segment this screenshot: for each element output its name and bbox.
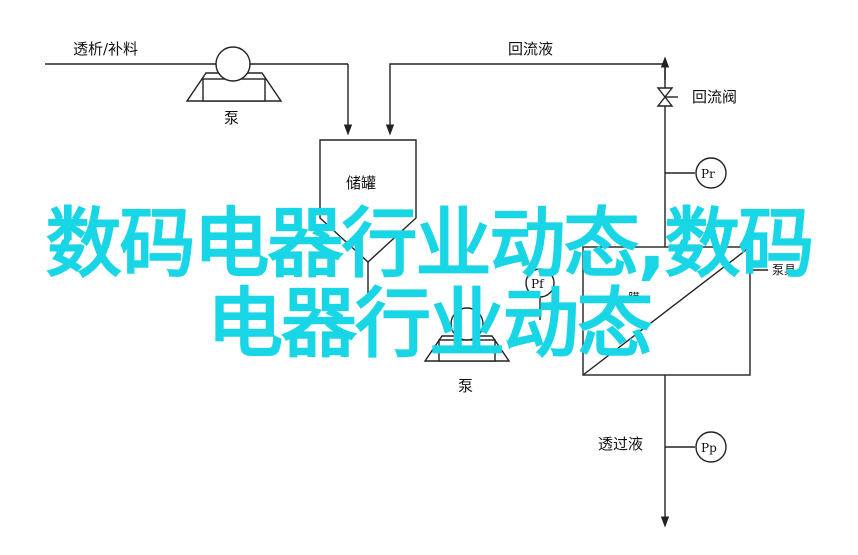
membrane-label: 膜: [628, 291, 640, 305]
pump-bottom-label: 泵: [458, 377, 473, 395]
gauge-pp-label: Pp: [701, 441, 717, 455]
device-label: 泵具: [772, 263, 796, 277]
permeate-label: 透过液: [598, 435, 643, 453]
membrane-diagonal: [582, 246, 751, 376]
pump-top: [185, 46, 283, 102]
overlay-headline-line2: 电器行业动态: [207, 279, 653, 368]
gauge-pf-label: Pf: [531, 277, 545, 291]
reflux-valve-icon: [656, 87, 678, 107]
gauge-pp-icon: [695, 431, 727, 463]
reflux-label: 回流液: [508, 40, 553, 58]
gauge-pr-label: Pr: [701, 167, 715, 181]
pump-bottom: [423, 307, 511, 362]
tank-vessel: [319, 139, 417, 263]
overlay-headline-line1: 数码电器行业动态,数码: [45, 199, 815, 288]
feed-label: 透析/补料: [73, 40, 138, 58]
tank-label: 储罐: [346, 174, 376, 192]
reflux-valve-label: 回流阀: [692, 88, 737, 106]
pump-top-label: 泵: [224, 109, 239, 127]
gauge-pr-icon: [695, 157, 727, 189]
